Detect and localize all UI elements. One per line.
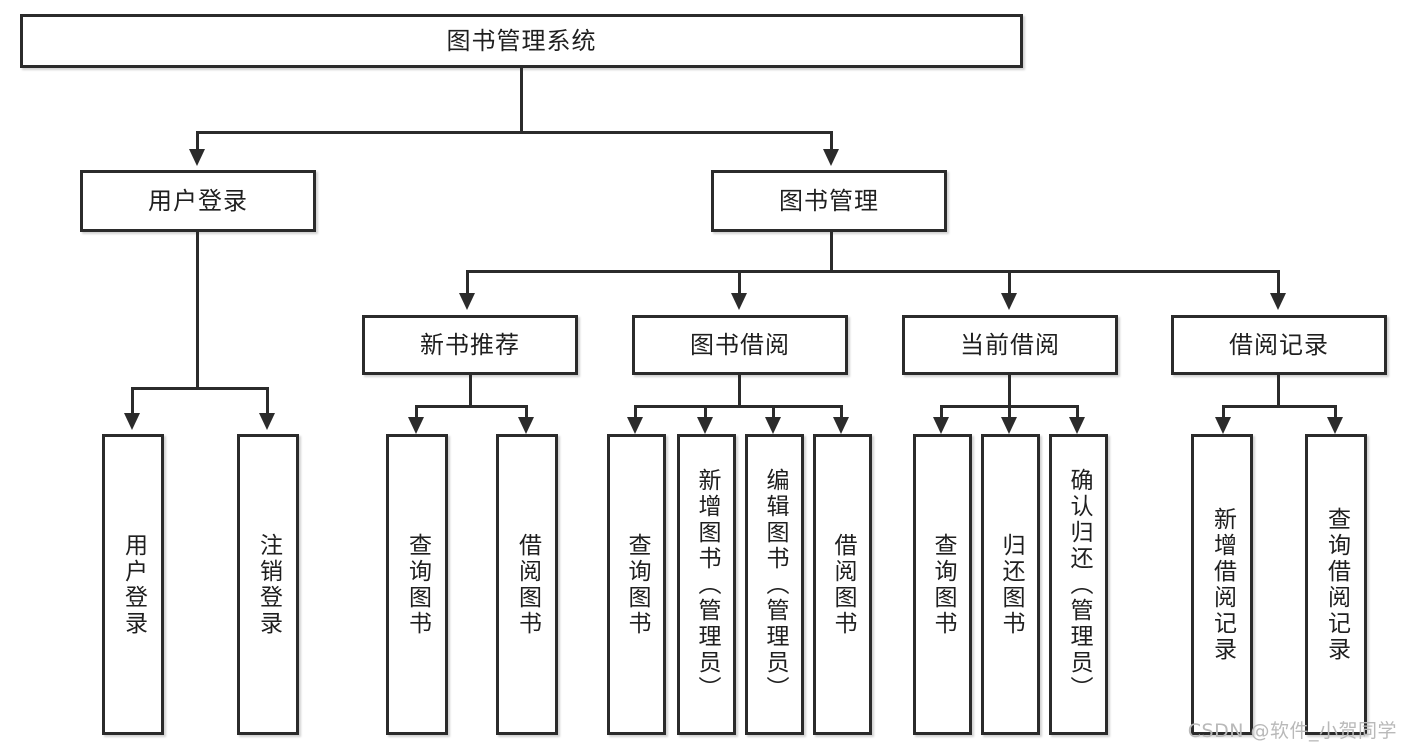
leaf-label: 查询图书 (624, 532, 650, 637)
arrowhead-br-leaf-1 (1215, 417, 1231, 434)
connector-drop-user-login (196, 131, 199, 151)
connector-root-stem (520, 68, 523, 131)
arrowhead-cb-leaf-2 (1001, 417, 1017, 434)
connector-drop-br-leaf-1 (1222, 405, 1225, 419)
leaf-current-borrow-confirm-return[interactable]: 确认归还（管理员） (1049, 434, 1108, 735)
leaf-label: 借阅图书 (514, 532, 541, 637)
arrowhead-leaf-user-login-1 (124, 413, 140, 430)
connector-book-borrow-bus (634, 405, 843, 408)
connector-current-borrow-stem (1008, 375, 1011, 405)
arrowhead-book-management (823, 149, 839, 166)
connector-borrow-record-bus (1222, 405, 1337, 408)
connector-new-book-stem (469, 375, 472, 405)
connector-drop-bb-leaf-1 (634, 405, 637, 419)
arrowhead-nb-leaf-2 (518, 417, 534, 434)
node-book-borrow[interactable]: 图书借阅 (632, 315, 848, 375)
connector-drop-cb-leaf-1 (940, 405, 943, 419)
node-label: 用户登录 (148, 186, 248, 215)
arrowhead-borrow-record (1270, 293, 1286, 310)
arrowhead-cb-leaf-1 (933, 417, 949, 434)
connector-drop-current-borrow (1008, 270, 1011, 295)
leaf-new-book-query[interactable]: 查询图书 (386, 434, 448, 735)
arrowhead-current-borrow (1001, 293, 1017, 310)
leaf-book-borrow-edit[interactable]: 编辑图书（管理员） (745, 434, 804, 735)
node-book-management-system[interactable]: 图书管理系统 (20, 14, 1023, 68)
connector-root-bus (196, 131, 833, 134)
node-current-borrow[interactable]: 当前借阅 (902, 315, 1118, 375)
connector-book-management-stem (830, 232, 833, 270)
connector-book-borrow-stem (738, 375, 741, 405)
connector-drop-nb-leaf-1 (415, 405, 418, 419)
arrowhead-bb-leaf-4 (833, 417, 849, 434)
connector-user-login-stem (196, 232, 199, 387)
leaf-label: 注销登录 (255, 532, 282, 637)
node-label: 新书推荐 (420, 330, 520, 359)
leaf-label: 新增借阅记录 (1209, 506, 1236, 663)
connector-drop-borrow-record (1277, 270, 1280, 295)
leaf-book-borrow-query[interactable]: 查询图书 (607, 434, 666, 735)
arrowhead-br-leaf-2 (1327, 417, 1343, 434)
leaf-current-borrow-query[interactable]: 查询图书 (913, 434, 972, 735)
arrowhead-user-login (189, 149, 205, 166)
arrowhead-cb-leaf-3 (1069, 417, 1085, 434)
connector-drop-bb-leaf-4 (840, 405, 843, 419)
leaf-label: 借阅图书 (830, 532, 856, 637)
arrowhead-bb-leaf-2 (697, 417, 713, 434)
connector-borrow-record-stem (1277, 375, 1280, 405)
connector-drop-leaf-user-login-2 (266, 387, 269, 415)
connector-drop-br-leaf-2 (1334, 405, 1337, 419)
leaf-new-book-borrow[interactable]: 借阅图书 (496, 434, 558, 735)
connector-drop-cb-leaf-3 (1076, 405, 1079, 419)
leaf-label: 新增图书（管理员） (694, 467, 720, 702)
leaf-borrow-record-query[interactable]: 查询借阅记录 (1305, 434, 1367, 735)
watermark-text: CSDN @软件_小贺同学 (1187, 720, 1397, 742)
connector-drop-bb-leaf-2 (704, 405, 707, 419)
connector-book-management-bus (466, 270, 1280, 273)
leaf-label: 用户登录 (120, 532, 147, 637)
node-book-management[interactable]: 图书管理 (711, 170, 947, 232)
node-new-book-recommend[interactable]: 新书推荐 (362, 315, 578, 375)
node-label: 当前借阅 (960, 330, 1060, 359)
leaf-label: 归还图书 (998, 532, 1024, 637)
connector-drop-bb-leaf-3 (772, 405, 775, 419)
connector-drop-new-book (466, 270, 469, 295)
node-user-login[interactable]: 用户登录 (80, 170, 316, 232)
arrowhead-nb-leaf-1 (408, 417, 424, 434)
leaf-current-borrow-return[interactable]: 归还图书 (981, 434, 1040, 735)
arrowhead-book-borrow (731, 293, 747, 310)
leaf-book-borrow-add[interactable]: 新增图书（管理员） (677, 434, 736, 735)
leaf-label: 编辑图书（管理员） (762, 467, 788, 702)
connector-drop-cb-leaf-2 (1008, 405, 1011, 419)
arrowhead-bb-leaf-3 (765, 417, 781, 434)
node-label: 图书管理系统 (446, 26, 597, 55)
leaf-label: 查询图书 (930, 532, 956, 637)
node-borrow-record[interactable]: 借阅记录 (1171, 315, 1387, 375)
node-label: 图书管理 (779, 186, 879, 215)
arrowhead-bb-leaf-1 (627, 417, 643, 434)
connector-drop-leaf-user-login-1 (131, 387, 134, 415)
connector-drop-book-management (830, 131, 833, 151)
leaf-label: 查询借阅记录 (1323, 506, 1350, 663)
connector-user-login-bus (131, 387, 268, 390)
connector-new-book-bus (415, 405, 528, 408)
leaf-user-login-logout[interactable]: 注销登录 (237, 434, 299, 735)
node-label: 借阅记录 (1229, 330, 1329, 359)
leaf-label: 查询图书 (404, 532, 431, 637)
leaf-book-borrow-lend[interactable]: 借阅图书 (813, 434, 872, 735)
leaf-label: 确认归还（管理员） (1066, 467, 1092, 702)
arrowhead-new-book (459, 293, 475, 310)
leaf-user-login-login[interactable]: 用户登录 (102, 434, 164, 735)
connector-drop-nb-leaf-2 (525, 405, 528, 419)
leaf-borrow-record-add[interactable]: 新增借阅记录 (1191, 434, 1253, 735)
connector-drop-book-borrow (738, 270, 741, 295)
node-label: 图书借阅 (690, 330, 790, 359)
arrowhead-leaf-user-login-2 (259, 413, 275, 430)
